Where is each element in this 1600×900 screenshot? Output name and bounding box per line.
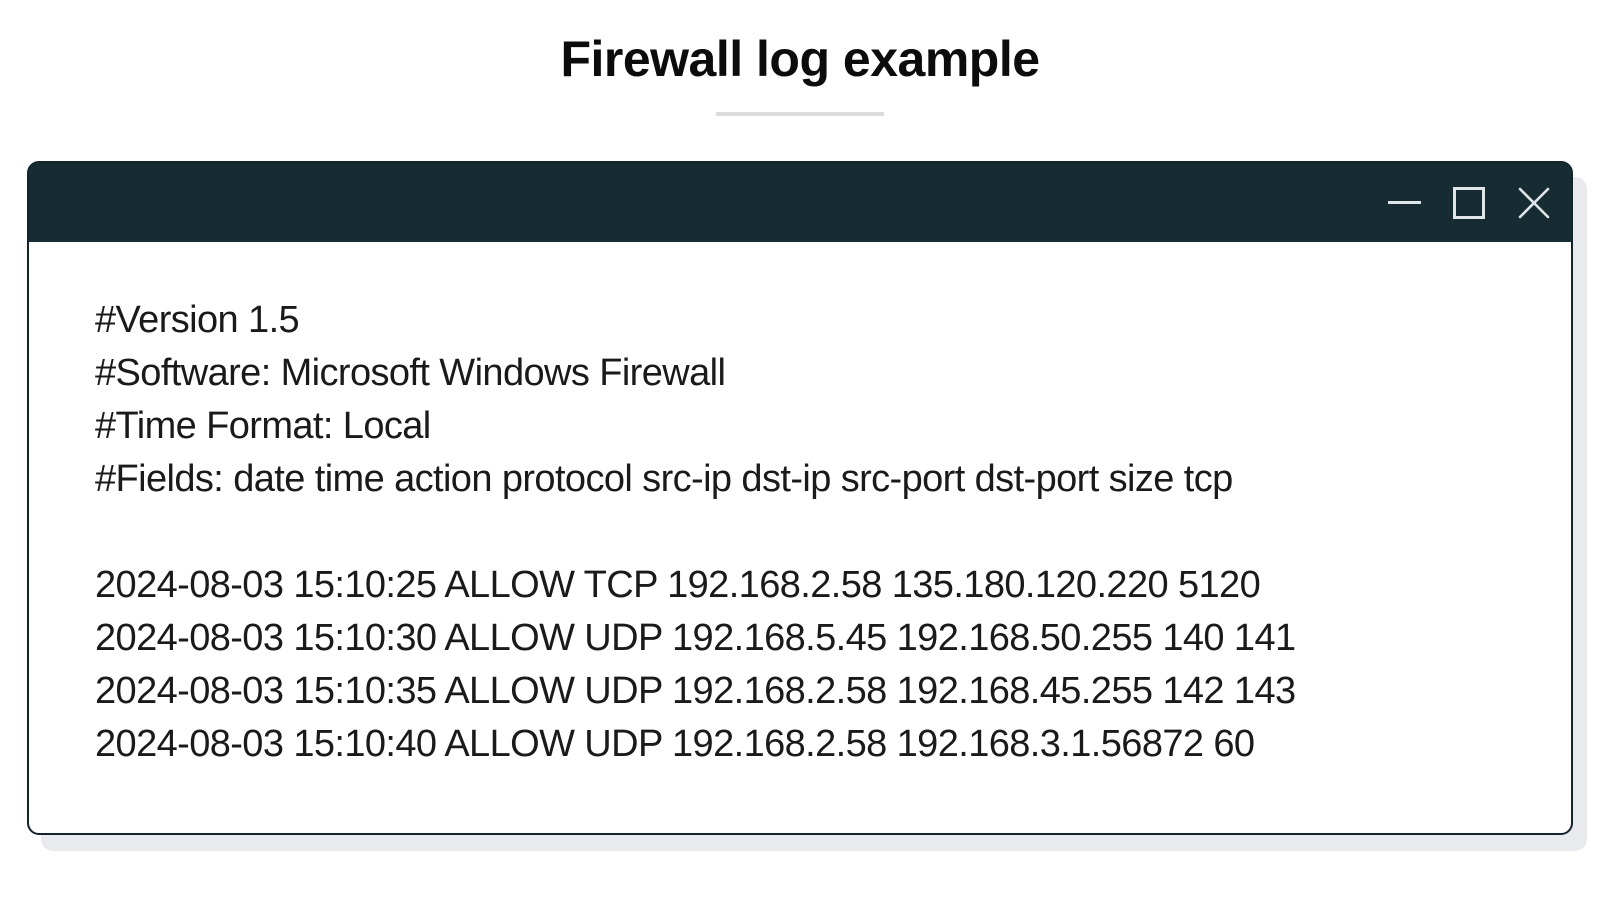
close-button[interactable] <box>1517 186 1551 220</box>
maximize-button[interactable] <box>1452 186 1486 220</box>
log-entry: 2024-08-03 15:10:30 ALLOW UDP 192.168.5.… <box>95 617 1296 659</box>
log-blank-line <box>95 506 1513 559</box>
page-title: Firewall log example <box>560 31 1040 87</box>
log-header-version: #Version 1.5 <box>95 299 300 341</box>
title-divider <box>716 112 884 116</box>
window-titlebar <box>29 163 1571 242</box>
maximize-icon <box>1453 186 1485 219</box>
log-header-fields: #Fields: date time action protocol src-i… <box>95 458 1233 500</box>
firewall-log-window: #Version 1.5 #Software: Microsoft Window… <box>27 161 1573 835</box>
close-icon <box>1518 187 1550 218</box>
log-header-time-format: #Time Format: Local <box>95 405 431 447</box>
log-entry: 2024-08-03 15:10:35 ALLOW UDP 192.168.2.… <box>95 670 1296 712</box>
log-entry: 2024-08-03 15:10:25 ALLOW TCP 192.168.2.… <box>95 564 1261 606</box>
log-entry: 2024-08-03 15:10:40 ALLOW UDP 192.168.2.… <box>95 723 1255 765</box>
minimize-icon <box>1387 201 1421 204</box>
minimize-button[interactable] <box>1387 186 1421 220</box>
log-header-software: #Software: Microsoft Windows Firewall <box>95 352 726 394</box>
log-content: #Version 1.5 #Software: Microsoft Window… <box>29 242 1571 771</box>
